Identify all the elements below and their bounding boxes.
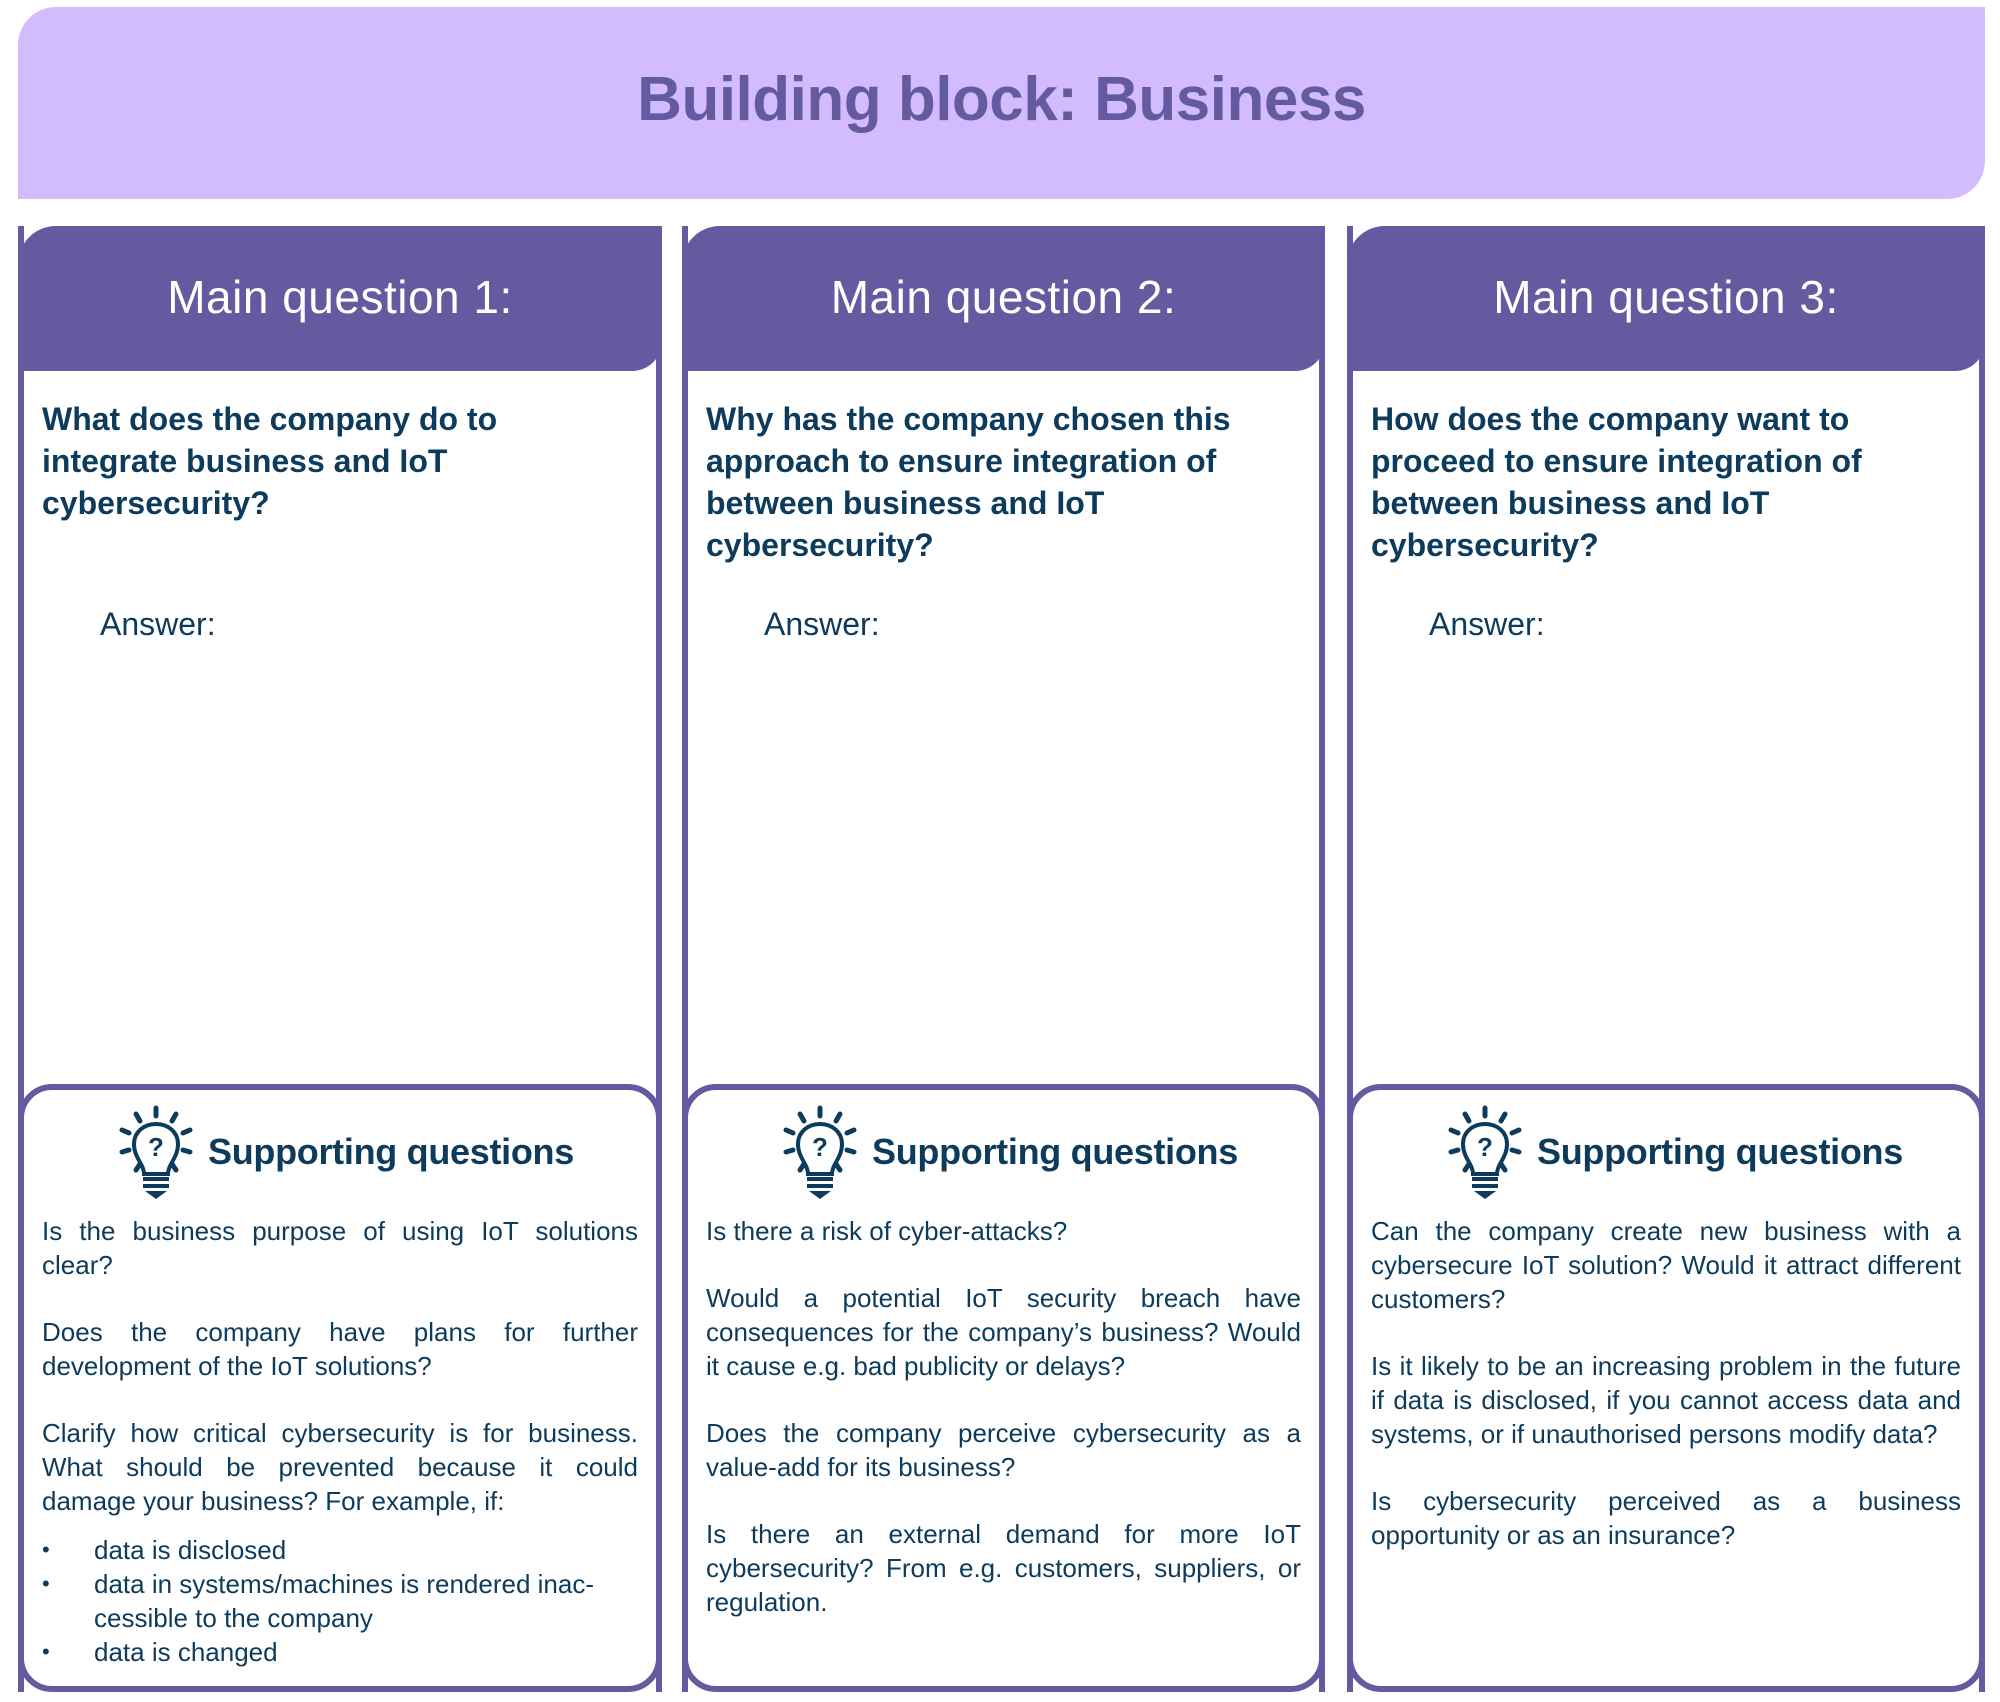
answer-label: Answer: — [100, 606, 216, 642]
supporting-questions-heading: Supporting questions — [1537, 1131, 1903, 1172]
answer-label: Answer: — [1429, 606, 1545, 642]
supporting-questions-box: ? Supporting questions Is there a risk o… — [682, 1084, 1325, 1692]
supporting-questions-box: ? Supporting questions Is the business p… — [18, 1084, 662, 1692]
supporting-question: Can the company create new business with… — [1371, 1216, 1961, 1314]
example-list-item: data is disclosed — [42, 1533, 638, 1567]
lightbulb-question-icon: ? — [119, 1105, 193, 1199]
card-header-label: Main question 2: — [830, 270, 1177, 323]
supporting-question: Is it likely to be an increasing problem… — [1371, 1351, 1961, 1449]
card-frame — [1347, 226, 1985, 1692]
main-question-card-2: Main question 2: Why has the company cho… — [682, 226, 1325, 1692]
supporting-question: Is the business purpose of using IoT sol… — [42, 1216, 638, 1280]
supporting-questions-box: ? Supporting questions Can the company c… — [1347, 1084, 1985, 1692]
answer-field[interactable] — [706, 656, 1301, 1066]
supporting-question: Is there an external demand for more IoT… — [706, 1519, 1301, 1617]
example-list: data is disclosed data in systems/machin… — [42, 1533, 638, 1669]
main-question-card-3: Main question 3: How does the company wa… — [1347, 226, 1985, 1692]
supporting-questions-body: Can the company create new business with… — [1371, 1214, 1961, 1585]
svg-text:?: ? — [812, 1132, 828, 1162]
supporting-question: Would a potential IoT security breach ha… — [706, 1283, 1301, 1381]
card-frame — [18, 226, 662, 1692]
title-banner: Building block: Business — [18, 7, 1985, 199]
supporting-questions-header: ? Supporting questions — [778, 1102, 1238, 1202]
lightbulb-question-icon: ? — [1448, 1105, 1522, 1199]
lightbulb-question-icon: ? — [783, 1105, 857, 1199]
example-list-item: data is changed — [42, 1635, 638, 1669]
svg-text:?: ? — [148, 1132, 164, 1162]
answer-label: Answer: — [764, 606, 880, 642]
supporting-question: Does the company perceive cybersecurity … — [706, 1418, 1301, 1482]
supporting-question: Is there a risk of cyber-attacks? — [706, 1216, 1068, 1246]
card-header: Main question 2: — [682, 226, 1325, 371]
supporting-questions-body: Is the business purpose of using IoT sol… — [42, 1214, 638, 1669]
card-header-label: Main question 1: — [167, 270, 513, 323]
supporting-question: Clarify how critical cybersecurity is fo… — [42, 1418, 638, 1516]
main-question-card-1: Main question 1: What does the company d… — [18, 226, 662, 1692]
supporting-question: Does the company have plans for further … — [42, 1317, 638, 1381]
main-question-text: What does the company do to integrate bu… — [42, 401, 498, 521]
supporting-question: Is cybersecurity perceived as a business… — [1371, 1486, 1961, 1550]
svg-text:?: ? — [1477, 1132, 1493, 1162]
supporting-questions-header: ? Supporting questions — [114, 1102, 574, 1202]
main-question-text: How does the company want to proceed to … — [1371, 401, 1862, 563]
main-question-text: Why has the company chosen this approach… — [706, 401, 1231, 563]
supporting-questions-heading: Supporting questions — [208, 1131, 574, 1172]
answer-field[interactable] — [1371, 656, 1961, 1066]
card-header: Main question 3: — [1347, 226, 1985, 371]
answer-field[interactable] — [42, 656, 638, 1066]
supporting-questions-body: Is there a risk of cyber-attacks? Would … — [706, 1214, 1301, 1652]
page-title: Building block: Business — [637, 64, 1366, 134]
card-frame — [682, 226, 1325, 1692]
card-header: Main question 1: — [18, 226, 662, 371]
supporting-questions-heading: Supporting questions — [872, 1131, 1238, 1172]
supporting-questions-header: ? Supporting questions — [1443, 1102, 1903, 1202]
example-list-item: data in systems/machines is rendered ina… — [42, 1567, 638, 1635]
card-header-label: Main question 3: — [1493, 270, 1839, 323]
